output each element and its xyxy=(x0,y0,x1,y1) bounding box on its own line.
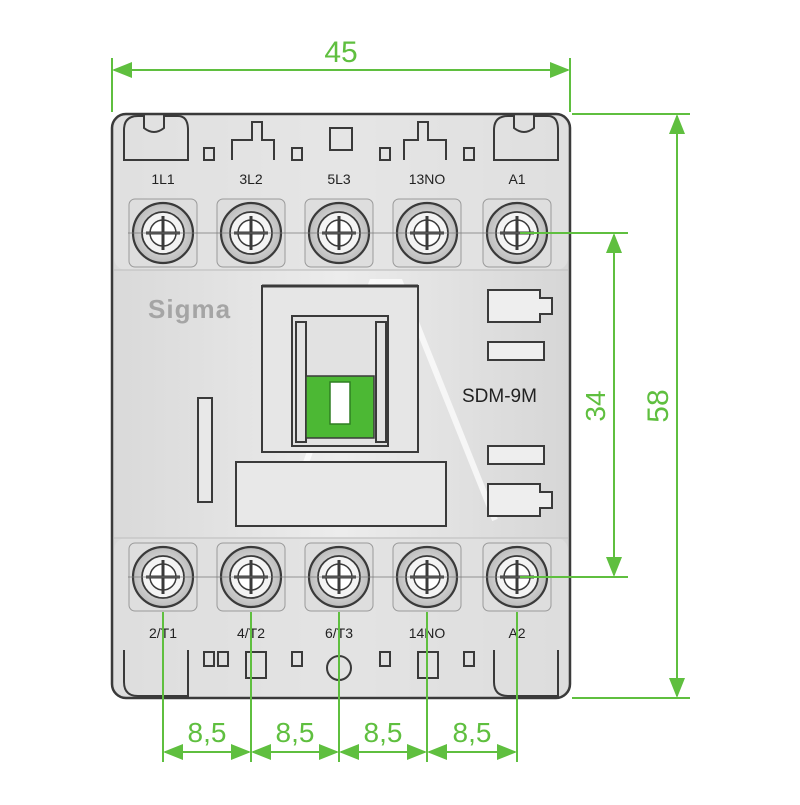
pitch-label: 8,5 xyxy=(188,717,227,748)
top-terminal-label: A1 xyxy=(508,171,525,187)
height-dimension xyxy=(572,113,690,699)
width-label: 45 xyxy=(324,36,357,69)
terminal-pitch-dimensions: 8,5 8,5 8,5 8,5 xyxy=(162,612,518,762)
model-label: SDM-9M xyxy=(462,386,537,407)
status-indicator-icon xyxy=(305,375,375,439)
top-terminal-label: 13NO xyxy=(409,171,446,187)
pitch-label: 8,5 xyxy=(276,717,315,748)
top-terminal-label: 1L1 xyxy=(151,171,175,187)
auxiliary-marks xyxy=(487,289,553,517)
bottom-terminal-row: 2/T14/T26/T314NOA2 xyxy=(128,542,552,641)
width-dimension xyxy=(111,58,571,112)
pitch-label: 8,5 xyxy=(453,717,492,748)
height-label: 58 xyxy=(642,389,675,422)
top-slot-row xyxy=(123,115,559,161)
terminal-span-dimension xyxy=(520,232,628,578)
pitch-label: 8,5 xyxy=(364,717,403,748)
top-terminal-label: 3L2 xyxy=(239,171,263,187)
brand-logo: Sigma xyxy=(148,294,231,324)
terminal-span-label: 34 xyxy=(580,390,611,421)
top-terminal-label: 5L3 xyxy=(327,171,351,187)
label-window xyxy=(235,461,447,527)
side-slot xyxy=(197,397,213,503)
